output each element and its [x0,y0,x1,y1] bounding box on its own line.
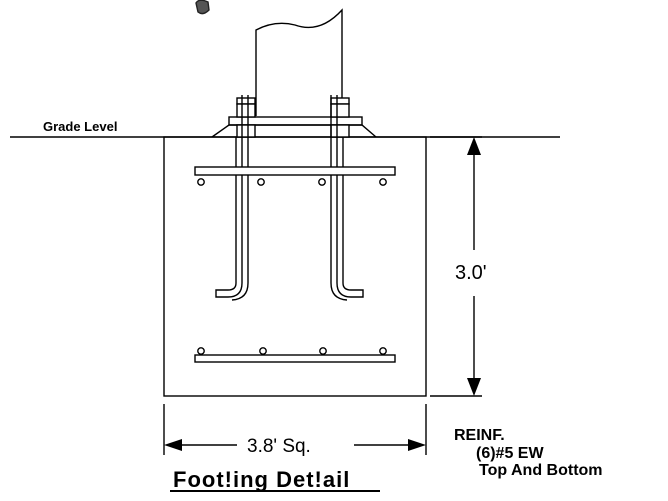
base-plate [228,116,363,126]
bottom-rebar [194,354,396,363]
arrow-up [467,137,481,155]
width-label: 3.8' Sq. [247,436,311,457]
arrow-down [467,378,481,396]
nut-right-below [330,124,350,138]
nut-right-lower [330,103,350,118]
depth-label: 3.0' [455,262,487,284]
arrow-right [408,439,426,451]
nut-left-lower [236,103,256,118]
reinf-location: Top And Bottom [479,462,603,479]
arrow-left [164,439,182,451]
grout-pad [211,124,377,138]
corner-mark-icon [195,0,210,15]
footing-outline [163,136,427,397]
anchor-bolt-left [215,95,243,298]
grade-level-label: Grade Level [43,119,117,134]
column-post [255,8,343,116]
nut-right-upper [330,97,350,105]
nut-left-below [236,124,256,138]
reinf-bars: (6)#5 EW [476,445,544,462]
nut-left-upper [236,97,256,105]
drawing-title: Foot!ing Det!ail [173,467,350,492]
reinf-title: REINF. [454,427,505,444]
top-rebar [194,166,396,176]
anchor-bolt-right [336,95,364,298]
